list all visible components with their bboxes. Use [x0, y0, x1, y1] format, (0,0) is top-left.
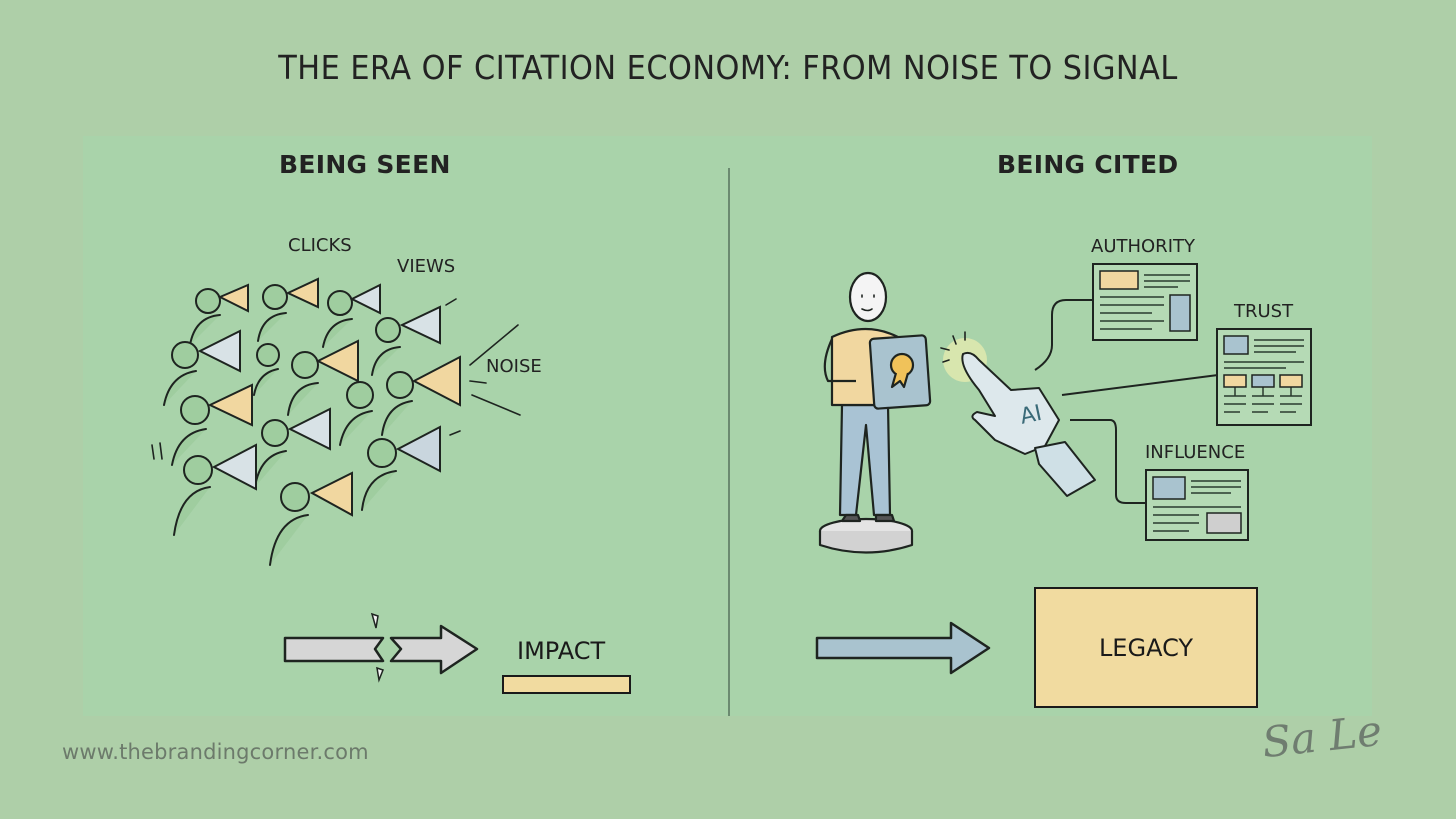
solid-arrow-icon	[815, 621, 991, 675]
heading-being-seen: BEING SEEN	[279, 150, 451, 179]
page-title: THE ERA OF CITATION ECONOMY: FROM NOISE …	[278, 48, 1178, 87]
label-impact: IMPACT	[517, 637, 606, 665]
megaphone-crowd-icon	[151, 277, 521, 566]
ai-robot-hand-icon: AI	[940, 331, 1096, 497]
impact-bar	[502, 675, 631, 694]
ai-label: AI	[1018, 401, 1044, 430]
connector-lines	[1034, 299, 1219, 504]
heading-being-cited: BEING CITED	[997, 150, 1179, 179]
center-divider	[728, 168, 730, 716]
label-noise: NOISE	[486, 356, 542, 377]
website-url: www.thebrandingcorner.com	[62, 740, 369, 764]
label-authority: AUTHORITY	[1091, 236, 1195, 257]
influence-document-icon	[1145, 469, 1249, 541]
trust-document-icon	[1216, 328, 1312, 426]
label-legacy: LEGACY	[1098, 633, 1194, 662]
broken-arrow-icon	[283, 612, 479, 683]
label-views: VIEWS	[397, 256, 456, 277]
person-on-pedestal-icon	[818, 271, 932, 554]
label-trust: TRUST	[1234, 301, 1294, 322]
label-influence: INFLUENCE	[1145, 442, 1246, 463]
label-clicks: CLICKS	[288, 235, 352, 256]
authority-document-icon	[1092, 263, 1198, 341]
legacy-box: LEGACY	[1034, 587, 1258, 708]
